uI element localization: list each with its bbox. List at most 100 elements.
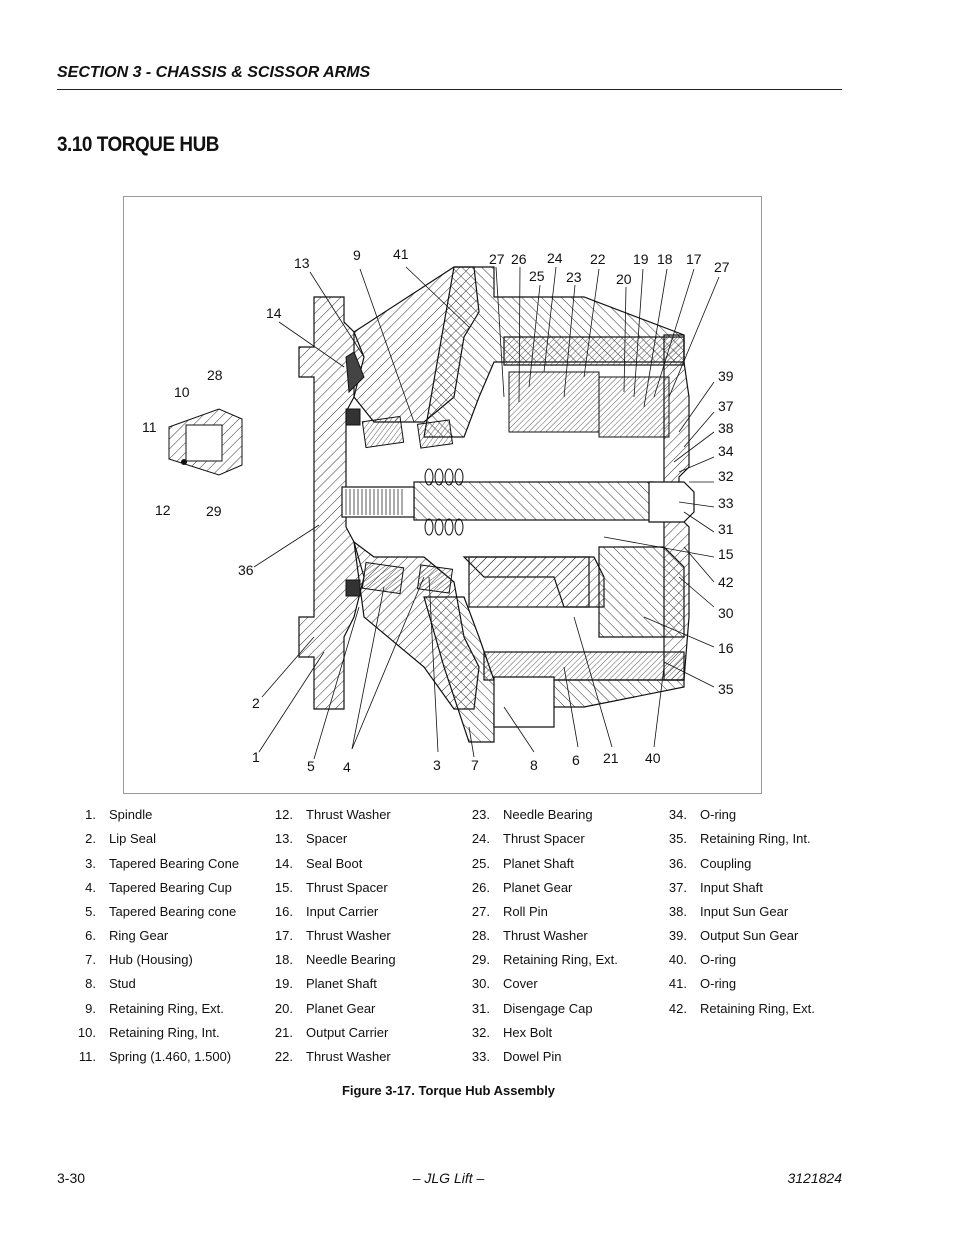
callout-36: 36 — [238, 562, 254, 578]
page-number: 3-30 — [57, 1170, 86, 1186]
legend-item: 10.Retaining Ring, Int. — [77, 1025, 220, 1040]
legend-item: 6.Ring Gear — [85, 928, 169, 943]
legend-item: 38.Input Sun Gear — [668, 904, 789, 919]
legend-item: 3.Tapered Bearing Cone — [85, 856, 240, 871]
header-divider — [57, 89, 842, 90]
callout-35: 35 — [718, 681, 734, 697]
legend-item: 18.Needle Bearing — [274, 952, 396, 967]
footer-brand: – JLG Lift – — [412, 1170, 485, 1186]
lip-seal-bottom — [345, 579, 361, 597]
legend-item: 36.Coupling — [668, 856, 752, 871]
page-title: 3.10 TORQUE HUB — [57, 133, 219, 156]
callout-17: 17 — [686, 251, 702, 267]
callout-21: 21 — [603, 750, 619, 766]
callout-15: 15 — [718, 546, 734, 562]
section-header: SECTION 3 - CHASSIS & SCISSOR ARMS — [57, 64, 371, 81]
callout-numbers: 13 9 41 27 26 24 2 5 23 22 19 18 17 20 27… — [142, 246, 734, 775]
callout-18: 18 — [657, 251, 673, 267]
callout-9: 9 — [353, 247, 361, 263]
callout-27: 27 — [489, 251, 505, 267]
callout-27b: 27 — [714, 259, 730, 275]
legend-item: 14.Seal Boot — [274, 856, 363, 871]
legend-item: 27.Roll Pin — [471, 904, 548, 919]
callout-4: 4 — [343, 759, 351, 775]
legend-item: 30.Cover — [471, 976, 538, 991]
callout-29: 29 — [206, 503, 222, 519]
callout-42: 42 — [718, 574, 734, 590]
callout-16: 16 — [718, 640, 734, 656]
callout-24: 24 — [547, 250, 563, 266]
legend-item: 2.Lip Seal — [85, 831, 156, 846]
callout-30: 30 — [718, 605, 734, 621]
planet-gear-output — [508, 371, 600, 433]
legend-item: 33.Dowel Pin — [471, 1049, 562, 1064]
legend-item: 24.Thrust Spacer — [471, 831, 585, 846]
legend-item: 11.Spring (1.460, 1.500) — [78, 1049, 232, 1064]
legend-item: 35.Retaining Ring, Int. — [668, 831, 811, 846]
callout-11: 11 — [142, 419, 157, 435]
legend-item: 9.Retaining Ring, Ext. — [85, 1001, 224, 1016]
callout-7: 7 — [471, 757, 479, 773]
legend-item: 29.Retaining Ring, Ext. — [471, 952, 618, 967]
legend-item: 26.Planet Gear — [471, 880, 573, 895]
callout-19: 19 — [633, 251, 649, 267]
callout-20: 20 — [616, 271, 632, 287]
callout-38: 38 — [718, 420, 734, 436]
spring — [424, 468, 464, 536]
disengage-cap — [648, 481, 695, 523]
input-shaft — [413, 481, 655, 521]
callout-34: 34 — [718, 443, 734, 459]
legend-item: 12.Thrust Washer — [274, 807, 391, 822]
legend-item: 8.Stud — [85, 976, 136, 991]
legend-item: 15.Thrust Spacer — [274, 880, 388, 895]
callout-37: 37 — [718, 398, 734, 414]
detail-inset — [168, 408, 243, 476]
callout-10: 10 — [174, 384, 190, 400]
ring-gear-top — [503, 336, 685, 366]
ring-gear-bottom — [483, 651, 685, 681]
callout-23: 23 — [566, 269, 582, 285]
torque-hub-drawing: 13 9 41 27 26 24 2 5 23 22 19 18 17 20 27… — [142, 246, 734, 775]
legend-item: 13.Spacer — [274, 831, 348, 846]
callout-40: 40 — [645, 750, 661, 766]
tapered-bearings — [361, 415, 454, 595]
callout-12: 12 — [155, 502, 171, 518]
legend-item: 7.Hub (Housing) — [85, 952, 193, 967]
callout-2: 2 — [252, 695, 260, 711]
legend-item: 19.Planet Shaft — [274, 976, 377, 991]
legend-item: 20.Planet Gear — [274, 1001, 376, 1016]
stud — [493, 676, 555, 728]
callout-41: 41 — [393, 246, 409, 262]
legend-item: 37.Input Shaft — [668, 880, 763, 895]
callout-14: 14 — [266, 305, 282, 321]
legend-item: 32.Hex Bolt — [471, 1025, 553, 1040]
figure-caption: Figure 3-17. Torque Hub Assembly — [341, 1083, 556, 1098]
legend-item: 41.O-ring — [668, 976, 737, 991]
legend-item: 1.Spindle — [85, 807, 153, 822]
callout-5: 5 — [307, 758, 315, 774]
leader-lines — [253, 266, 720, 760]
callout-6: 6 — [572, 752, 580, 768]
torque-hub-figure: 13 9 41 27 26 24 2 5 23 22 19 18 17 20 27… — [123, 196, 762, 794]
callout-39: 39 — [718, 368, 734, 384]
callout-13: 13 — [294, 255, 310, 271]
legend-item: 16.Input Carrier — [274, 904, 379, 919]
legend-item: 42.Retaining Ring, Ext. — [668, 1001, 815, 1016]
planet-gear-input — [598, 376, 670, 438]
document-number: 3121824 — [787, 1170, 842, 1186]
callout-33: 33 — [718, 495, 734, 511]
legend-item: 17.Thrust Washer — [274, 928, 391, 943]
legend-item: 22.Thrust Washer — [274, 1049, 391, 1064]
callout-26: 26 — [511, 251, 527, 267]
hub-housing-bottom — [423, 596, 685, 743]
legend-item: 28.Thrust Washer — [471, 928, 588, 943]
legend-item: 23.Needle Bearing — [471, 807, 593, 822]
callout-32: 32 — [718, 468, 734, 484]
legend-item: 40.O-ring — [668, 952, 737, 967]
callout-3: 3 — [433, 757, 441, 773]
legend-item: 25.Planet Shaft — [471, 856, 574, 871]
callout-22: 22 — [590, 251, 606, 267]
callout-8: 8 — [530, 757, 538, 773]
legend-item: 31.Disengage Cap — [471, 1001, 593, 1016]
legend-item: 34.O-ring — [668, 807, 737, 822]
